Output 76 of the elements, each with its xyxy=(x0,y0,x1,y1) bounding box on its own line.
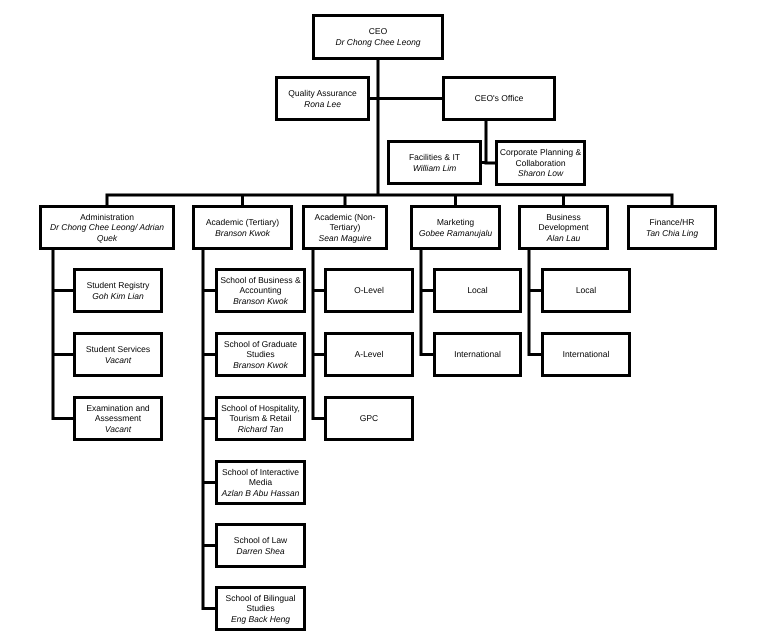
unit-name: School of Graduate Studies xyxy=(222,338,298,360)
org-box xyxy=(275,76,370,121)
connector-line xyxy=(202,250,215,610)
unit-name: Corporate Planning & Collaboration xyxy=(498,147,582,168)
unit-name: Facilities & IT xyxy=(408,152,460,162)
person-name: Branson Kwok xyxy=(215,228,270,238)
unit-name: Local xyxy=(467,285,488,296)
org-box xyxy=(302,205,388,250)
person-name: Azlan B Abu Hassan xyxy=(222,488,300,498)
org-box xyxy=(39,205,175,250)
org-box xyxy=(324,332,414,377)
unit-name: Local xyxy=(576,285,596,296)
org-box xyxy=(73,332,163,377)
org-box xyxy=(192,205,293,250)
connector-line xyxy=(376,60,674,205)
unit-name: International xyxy=(454,349,501,360)
person-name: Vacant xyxy=(104,424,132,434)
org-box xyxy=(324,268,414,313)
org-box xyxy=(215,332,306,377)
unit-name: Marketing xyxy=(436,216,474,228)
org-box xyxy=(433,332,522,377)
unit-name: Academic (Tertiary) xyxy=(206,216,280,228)
person-name: Dr Chong Chee Leong xyxy=(335,37,421,48)
unit-name: Business Development xyxy=(537,212,590,233)
unit-name: GPC xyxy=(360,413,378,424)
org-box xyxy=(215,460,306,505)
org-box xyxy=(215,396,306,441)
org-box xyxy=(324,396,414,441)
person-name: Gobee Ramanujalu xyxy=(418,228,492,238)
unit-name: CEO xyxy=(368,26,388,37)
person-name: Vacant xyxy=(104,354,132,366)
person-name: Branson Kwok xyxy=(233,296,288,306)
org-box xyxy=(495,140,586,186)
person-name: Darren Shea xyxy=(236,546,285,556)
person-name: Rona Lee xyxy=(304,98,341,110)
person-name: Sharon Low xyxy=(518,168,564,179)
person-name: Branson Kwok xyxy=(233,360,288,370)
org-box xyxy=(387,140,482,185)
org-box xyxy=(312,14,444,60)
unit-name: CEO's Office xyxy=(474,93,524,104)
unit-name: Student Services xyxy=(86,344,150,354)
unit-name: School of Business & Accounting xyxy=(219,274,302,296)
unit-name: O-Level xyxy=(354,285,384,296)
person-name: Alan Lau xyxy=(546,232,580,244)
org-box xyxy=(518,205,609,250)
unit-name: School of Hospitality, Tourism & Retail xyxy=(220,402,301,424)
person-name: Sean Maguire xyxy=(318,232,372,244)
person-name: Tan Chia Ling xyxy=(646,228,698,238)
unit-name: Examination and Assessment xyxy=(85,402,151,424)
unit-name: International xyxy=(562,349,610,360)
org-box xyxy=(73,396,163,441)
org-box xyxy=(215,586,306,631)
org-box xyxy=(433,268,522,313)
unit-name: Finance/HR xyxy=(650,216,694,228)
org-box xyxy=(541,268,631,313)
person-name: William Lim xyxy=(412,162,456,174)
unit-name: Student Registry xyxy=(86,280,150,290)
person-name: Goh Kim Lian xyxy=(92,290,144,302)
unit-name: School of Bilingual Studies xyxy=(224,592,296,614)
connector-line xyxy=(484,121,495,164)
unit-name: Administration xyxy=(80,212,134,222)
org-box xyxy=(627,205,717,250)
org-box xyxy=(442,76,556,121)
unit-name: A-Level xyxy=(354,349,384,360)
org-box xyxy=(73,268,163,313)
unit-name: Quality Assurance xyxy=(288,88,357,98)
person-name: Dr Chong Chee Leong/ Adrian Quek xyxy=(48,222,166,244)
unit-name: School of Law xyxy=(234,534,288,546)
org-box xyxy=(215,523,306,568)
unit-name: School of Interactive Media xyxy=(220,466,300,488)
person-name: Eng Back Heng xyxy=(230,614,290,624)
unit-name: Academic (Non-Tertiary) xyxy=(314,212,376,233)
org-box xyxy=(215,268,306,313)
person-name: Richard Tan xyxy=(238,424,284,434)
org-box xyxy=(410,205,501,250)
org-box xyxy=(541,332,631,377)
